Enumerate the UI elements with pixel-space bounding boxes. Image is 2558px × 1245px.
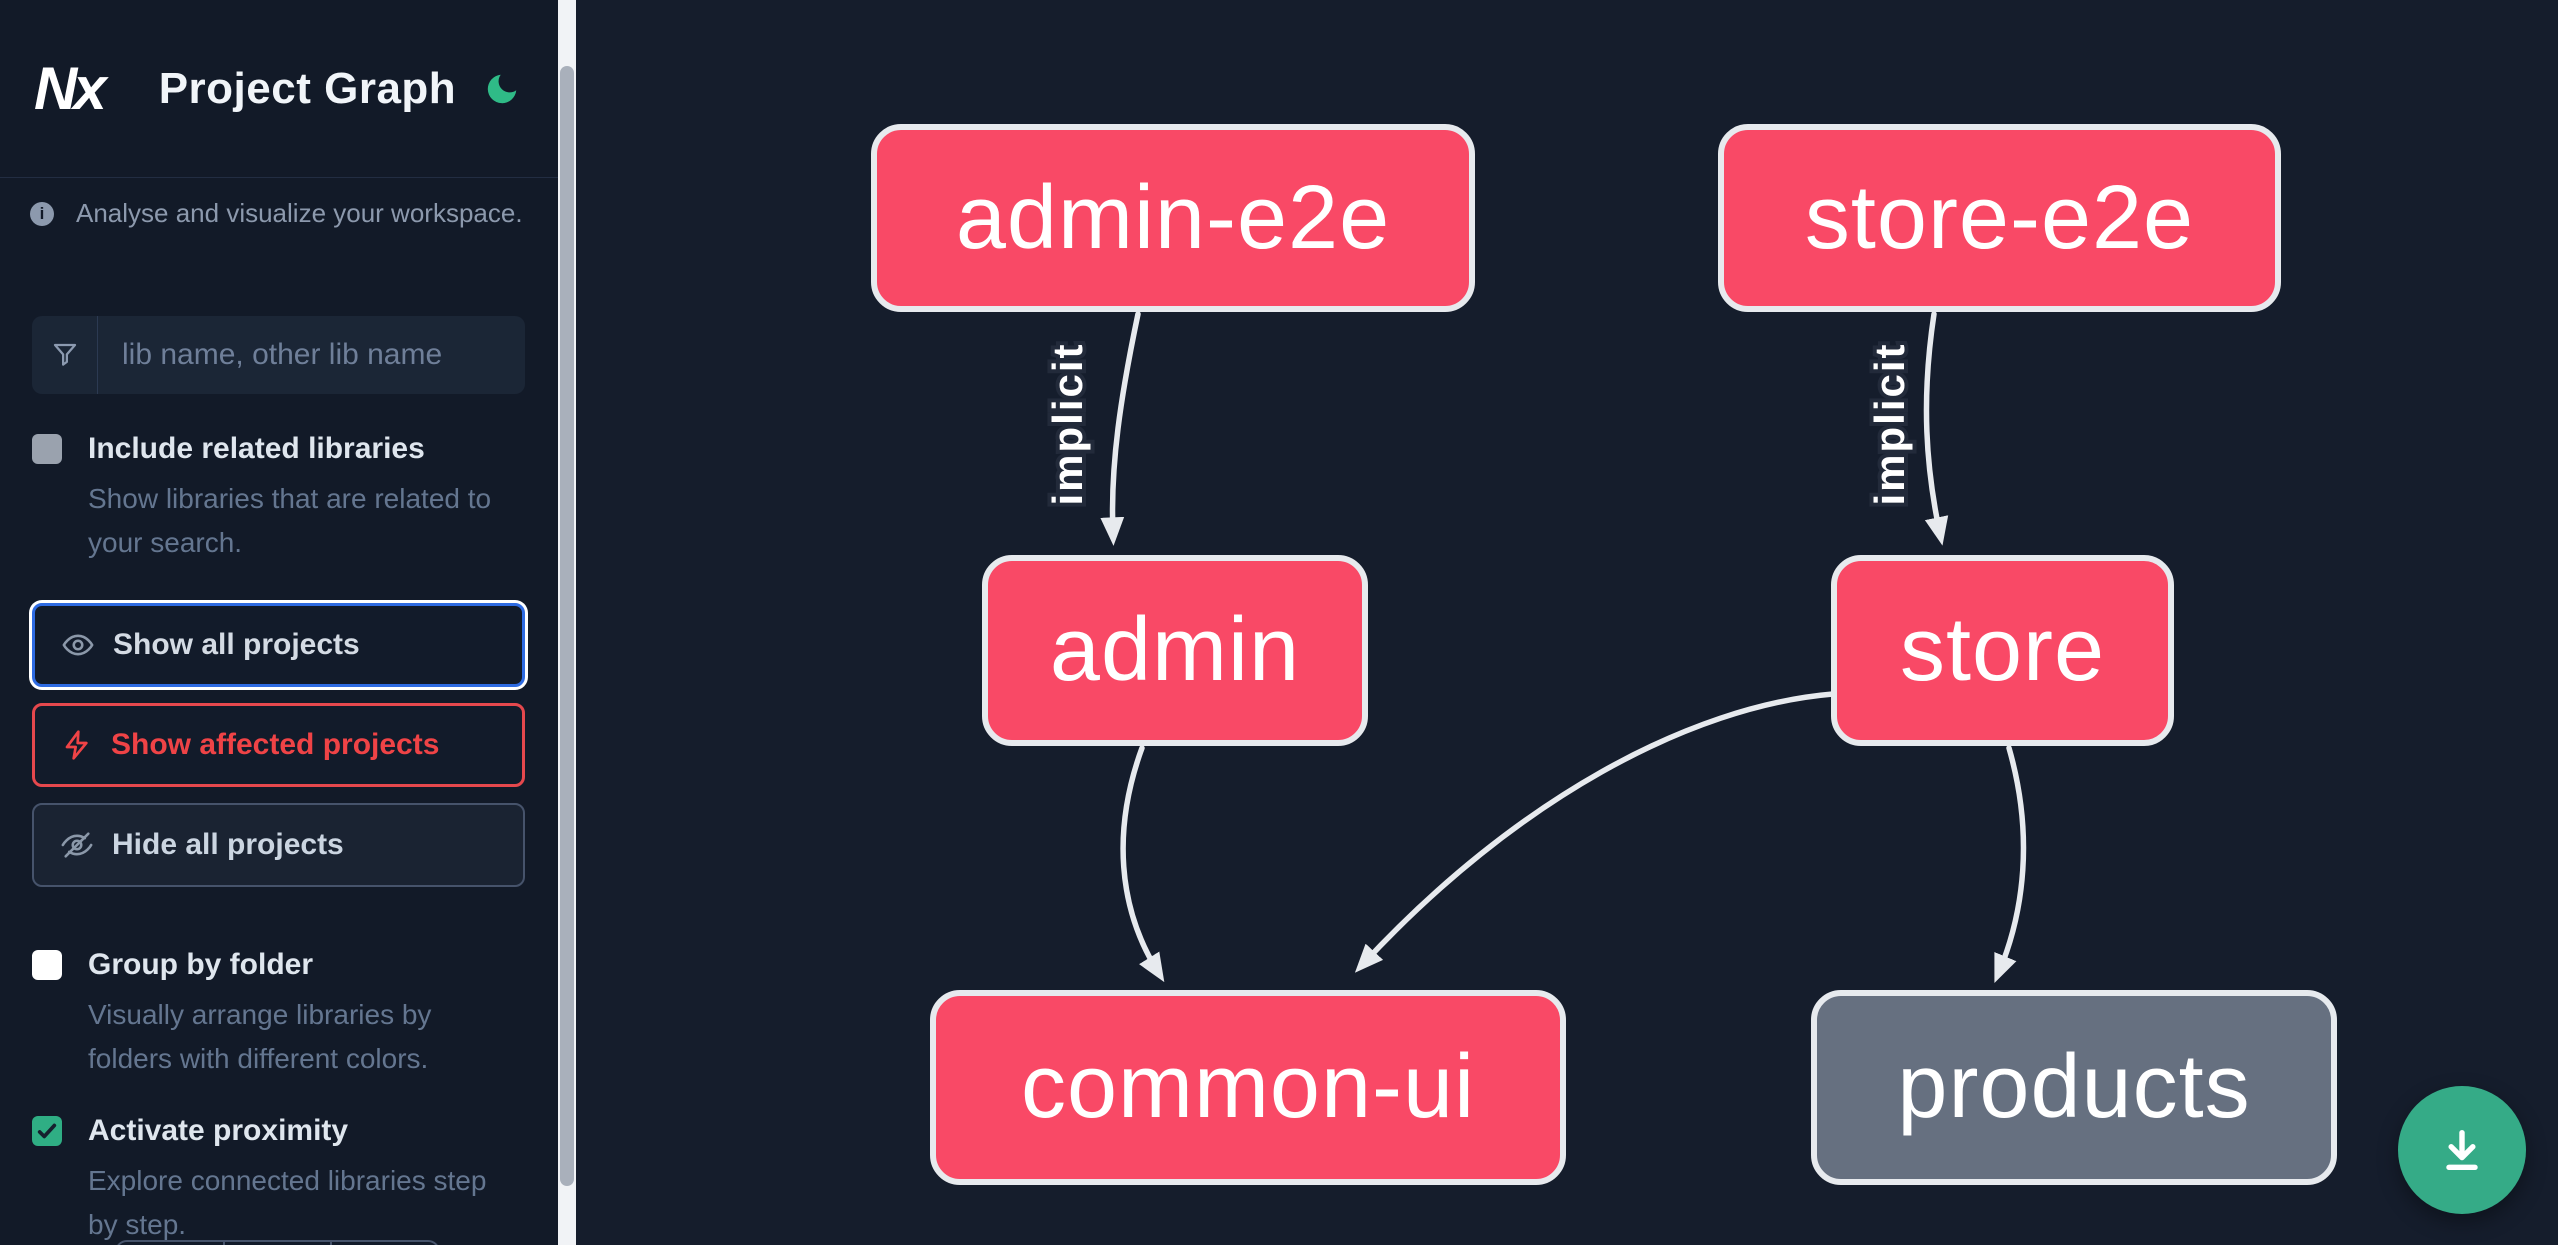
- sidebar-header: Nx Project Graph: [0, 0, 558, 178]
- info-icon: i: [30, 201, 54, 226]
- proximity-increment-segment[interactable]: [330, 1242, 438, 1245]
- edge-admin-to-common-ui: [1120, 745, 1165, 983]
- include-related-label[interactable]: Include related libraries: [88, 432, 425, 465]
- edge-label-implicit-store: implicit: [1866, 342, 1913, 505]
- hide-all-projects-label: Hide all projects: [112, 828, 344, 861]
- graph-node-admin-e2e[interactable]: admin-e2e: [871, 124, 1475, 312]
- filter-input[interactable]: [98, 316, 525, 394]
- eye-icon: [62, 634, 94, 656]
- group-by-folder-row: Group by folder Visually arrange librari…: [32, 948, 532, 1081]
- workspace-info-row: i Analyse and visualize your workspace.: [30, 198, 530, 229]
- filter-icon-segment: [32, 316, 98, 394]
- graph-node-admin[interactable]: admin: [982, 555, 1368, 746]
- workspace-info-text: Analyse and visualize your workspace.: [76, 198, 523, 228]
- filter-search-box: [32, 316, 525, 394]
- nx-logo[interactable]: Nx: [34, 55, 107, 122]
- graph-node-common-ui[interactable]: common-ui: [930, 990, 1566, 1185]
- graph-node-store-e2e[interactable]: store-e2e: [1718, 124, 2281, 312]
- page-title: Project Graph: [158, 63, 457, 113]
- sidebar-scrollbar-track[interactable]: [558, 0, 576, 1245]
- checkmark-icon: [37, 1123, 57, 1139]
- download-icon: [2446, 1129, 2478, 1171]
- sidebar-scrollbar-thumb[interactable]: [560, 66, 574, 1186]
- group-by-folder-checkbox[interactable]: [32, 950, 62, 980]
- group-by-folder-label[interactable]: Group by folder: [88, 948, 313, 981]
- group-by-folder-description: Visually arrange libraries by folders wi…: [88, 998, 432, 1074]
- eye-off-icon: [61, 832, 93, 858]
- moon-icon: [487, 74, 517, 103]
- activate-proximity-checkbox[interactable]: [32, 1116, 62, 1146]
- activate-proximity-label[interactable]: Activate proximity: [88, 1114, 349, 1147]
- edge-store-to-common-ui: [1354, 691, 1836, 973]
- download-graph-button[interactable]: [2398, 1086, 2526, 1214]
- show-all-projects-label: Show all projects: [113, 628, 360, 661]
- edge-store-to-products: [1994, 745, 2027, 984]
- graph-node-store[interactable]: store: [1831, 555, 2174, 746]
- edge-admin-e2e-to-admin: [1100, 311, 1141, 546]
- include-related-row: Include related libraries Show libraries…: [32, 432, 532, 565]
- bolt-icon: [65, 730, 88, 760]
- edge-store-e2e-to-store: [1923, 311, 1949, 546]
- hide-all-projects-button[interactable]: Hide all projects: [32, 803, 525, 887]
- proximity-value-segment: [222, 1242, 331, 1245]
- show-affected-projects-button[interactable]: Show affected projects: [32, 703, 525, 787]
- proximity-stepper[interactable]: [115, 1240, 440, 1245]
- include-related-checkbox[interactable]: [32, 434, 62, 464]
- theme-toggle-button[interactable]: [480, 67, 524, 111]
- activate-proximity-description: Explore connected libraries step by step…: [88, 1164, 487, 1240]
- graph-canvas[interactable]: implicit implicit admin-e2e store-e2e ad…: [576, 0, 2558, 1245]
- funnel-icon: [53, 343, 76, 366]
- edge-label-implicit-admin: implicit: [1044, 342, 1091, 505]
- show-affected-projects-label: Show affected projects: [111, 728, 440, 761]
- include-related-description: Show libraries that are related to your …: [88, 482, 492, 558]
- graph-node-products[interactable]: products: [1811, 990, 2337, 1185]
- activate-proximity-row: Activate proximity Explore connected lib…: [32, 1114, 532, 1245]
- show-all-projects-button[interactable]: Show all projects: [32, 603, 525, 687]
- sidebar: Nx Project Graph i Analyse and visualize…: [0, 0, 558, 1245]
